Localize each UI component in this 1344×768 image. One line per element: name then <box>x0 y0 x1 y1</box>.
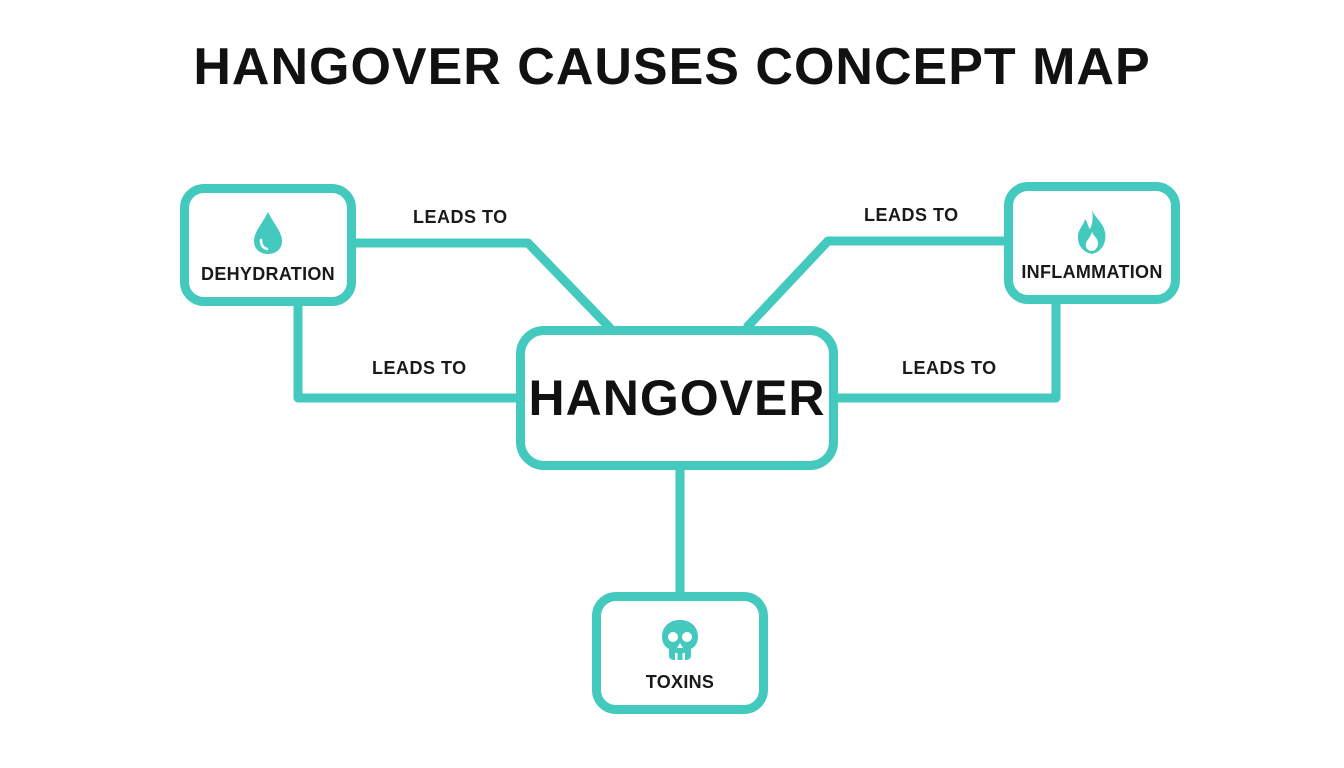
edge-dehydration-upper <box>347 238 615 333</box>
page-title: HANGOVER CAUSES CONCEPT MAP <box>193 38 1151 96</box>
edge-inflammation-lower <box>831 297 1061 403</box>
edge-inflammation-upper <box>743 236 1013 331</box>
edge-dehydration-lower <box>293 297 525 403</box>
flame-icon <box>1077 209 1106 254</box>
water-drop-icon <box>254 211 282 254</box>
node-dehydration: DEHYDRATION <box>180 184 356 306</box>
node-toxins: TOXINS <box>592 592 768 714</box>
edge-label-inflammation-upper: LEADS TO <box>864 205 959 225</box>
node-hangover-label: HANGOVER <box>528 370 826 426</box>
node-inflammation-label: INFLAMMATION <box>1021 261 1163 282</box>
node-hangover: HANGOVER <box>516 326 838 470</box>
node-inflammation: INFLAMMATION <box>1004 182 1180 304</box>
edge-label-dehydration-upper: LEADS TO <box>413 207 508 227</box>
edge-label-inflammation-lower: LEADS TO <box>902 358 997 378</box>
node-dehydration-label: DEHYDRATION <box>201 263 335 284</box>
edge-label-dehydration-lower: LEADS TO <box>372 358 467 378</box>
node-toxins-label: TOXINS <box>645 671 715 692</box>
skull-icon <box>662 619 698 660</box>
